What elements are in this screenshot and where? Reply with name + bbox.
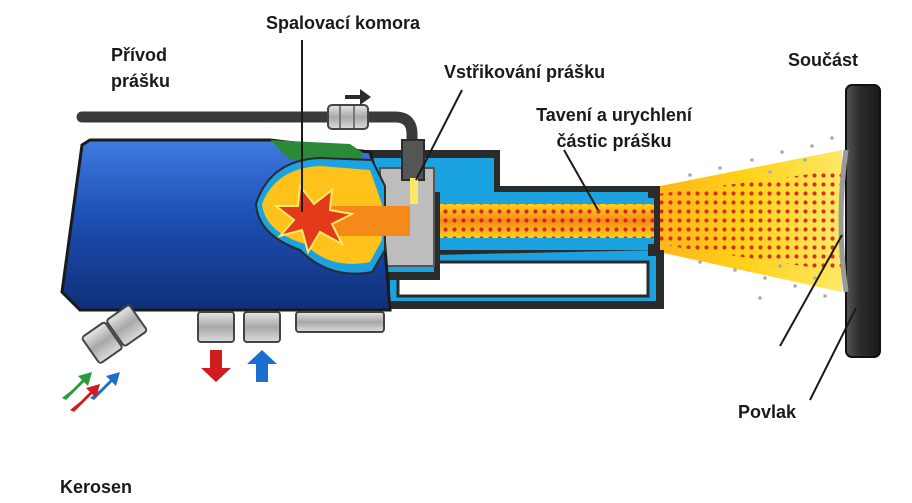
powder-injector-block: [360, 139, 500, 280]
label-component: Součást: [788, 50, 859, 70]
label-powder-feed-2: prášku: [111, 71, 171, 91]
label-melting-1: Tavení a urychlení: [536, 105, 692, 125]
fuel-fittings: [81, 304, 148, 364]
coolant-out-arrow-icon: [201, 350, 231, 382]
label-kerosene: Kerosen: [60, 477, 133, 497]
label-melting-2: částic prášku: [556, 131, 672, 151]
powder-feed-hose: [76, 104, 418, 152]
label-coating: Povlak: [738, 402, 797, 422]
combustion-chamber: [254, 156, 410, 275]
explosion-icon: [273, 183, 356, 255]
flow-direction-arrow-icon: [345, 89, 371, 105]
leader-lines: [301, 40, 857, 401]
oxygen-inlet-arrow-icon: [90, 372, 120, 400]
spray-plume: [650, 136, 842, 300]
fuel-inlet-arrow-icon: [62, 372, 92, 400]
kerosene-arrow: [70, 384, 100, 412]
label-combustion-chamber: Spalovací komora: [266, 13, 421, 33]
label-powder-feed-1: Přívod: [111, 45, 168, 65]
label-powder-injection: Vstřikování prášku: [444, 62, 606, 82]
coolant-fittings: [197, 311, 385, 343]
coolant-in-arrow-icon: [247, 350, 277, 382]
substrate-component: [838, 84, 881, 358]
